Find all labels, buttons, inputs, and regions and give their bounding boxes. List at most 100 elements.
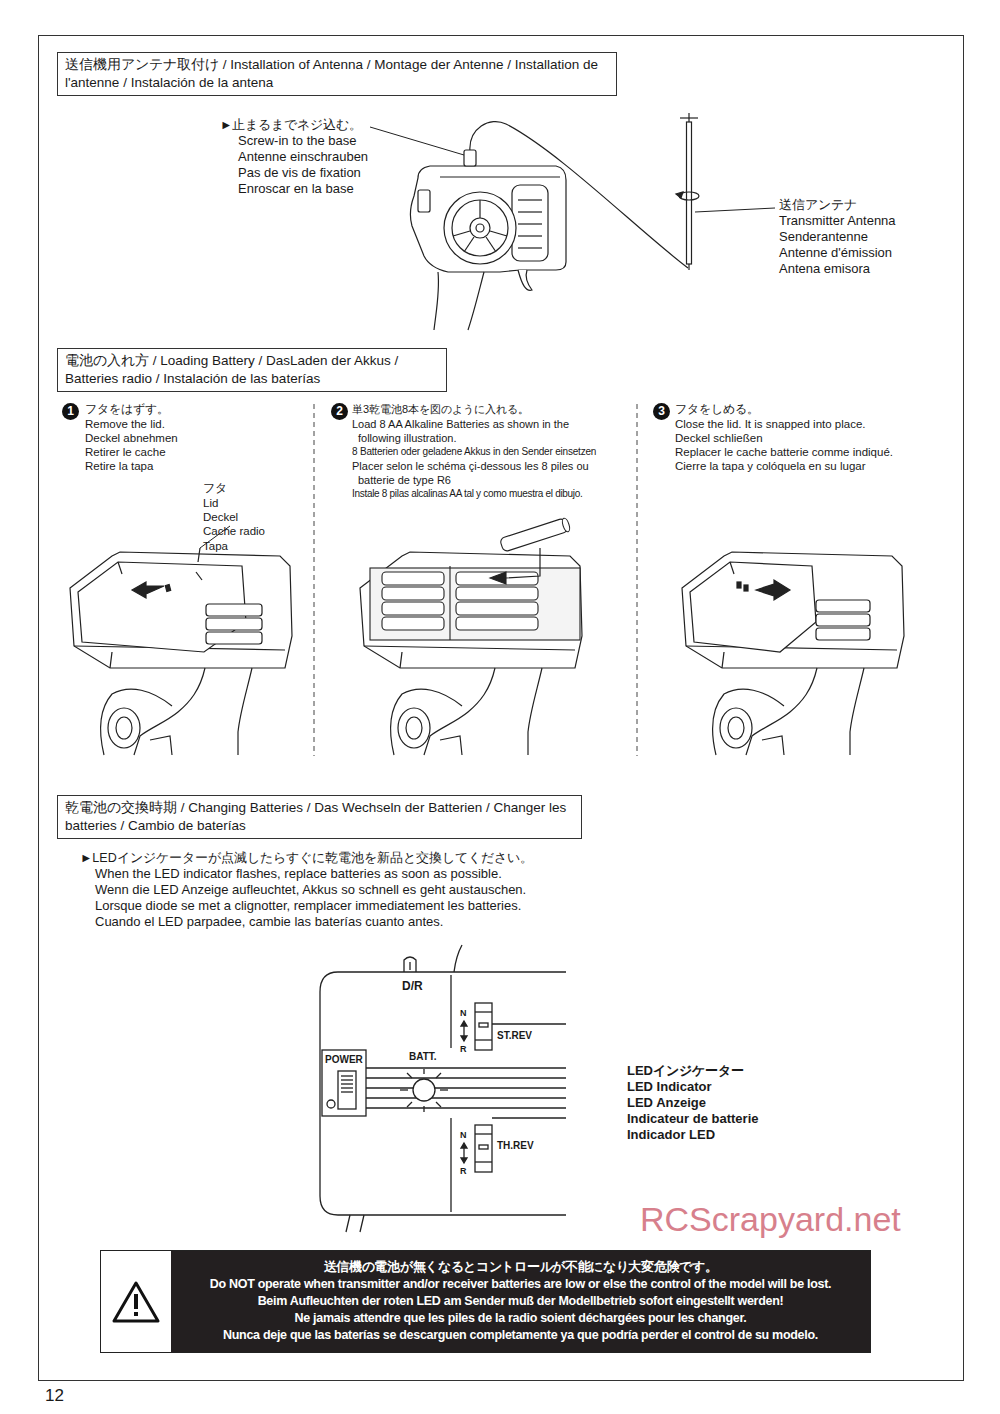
step-3-drawing-part (682, 552, 904, 755)
transmitter-panel-part (366, 1077, 566, 1078)
transmitter-panel-part (407, 1073, 412, 1078)
warning-text: Ne jamais attendre que les piles de la r… (179, 1310, 862, 1327)
callout-text: ►止まるまでネジ込む。 (220, 118, 362, 132)
part-name: Tapa (203, 540, 228, 553)
transmitter-drawing-part (468, 272, 484, 330)
transmitter-panel-part (407, 1102, 412, 1107)
part-name: LED Indicator (627, 1080, 712, 1095)
transmitter-panel-part (366, 1067, 566, 1068)
leader-line-part (695, 208, 775, 212)
transmitter-panel-part (400, 1089, 408, 1090)
part-name: LEDインジケーター (627, 1064, 744, 1079)
section-header: 電池の入れ方 / Loading Battery / DasLaden der … (57, 348, 447, 392)
step-3-drawing-part (816, 614, 870, 626)
step-3-drawing-part (816, 628, 870, 640)
transmitter-panel-part (320, 972, 566, 1215)
transmitter-panel-part (475, 1003, 492, 1050)
part-name: LED Anzeige (627, 1096, 706, 1111)
step-text: Deckel abnehmen (85, 432, 178, 445)
transmitter-panel-part (475, 1161, 492, 1162)
step-text: フタをはずす。 (85, 403, 169, 416)
step-1-drawing-part (206, 618, 262, 630)
panel-label: R (460, 1044, 467, 1054)
step-1-drawing (70, 548, 292, 755)
step-3-drawing-part (744, 585, 748, 591)
step-text: following illustration. (358, 432, 456, 445)
part-name: Indicador LED (627, 1128, 715, 1143)
step-1-drawing-part (206, 604, 262, 616)
transmitter-panel-part (463, 1026, 464, 1036)
step-3-drawing-part (730, 562, 734, 574)
part-name: Antena emisora (779, 262, 870, 277)
transmitter-drawing-part (676, 192, 683, 198)
transmitter-drawing-part (518, 270, 532, 290)
transmitter-drawing-part (518, 247, 542, 248)
transmitter-drawing-part (464, 150, 476, 166)
transmitter-panel-part (341, 1079, 353, 1080)
transmitter-panel-part (341, 1091, 353, 1092)
transmitter-drawing-part (476, 224, 484, 232)
transmitter-drawing-part (518, 223, 542, 224)
callout-text: Screw-in to the base (238, 134, 357, 149)
transmitter-panel-part (461, 1036, 467, 1041)
step-2-drawing-part (506, 548, 540, 578)
transmitter-drawing-part (440, 176, 560, 177)
note-text: ►LEDインジケーターが点滅したらすぐに乾電池を新品と交換してください。 (80, 851, 533, 865)
transmitter-panel-part (436, 1073, 441, 1078)
page-number: 12 (45, 1386, 64, 1406)
callout-text: Pas de vis de fixation (238, 166, 361, 181)
step-text: 単3乾電池8本を図のように入れる。 (352, 403, 529, 416)
note-text: Wenn die LED Anzeige aufleuchtet, Akkus … (95, 883, 526, 898)
transmitter-panel-part (454, 945, 462, 972)
step-text: 8 Batterien oder geladene Akkus in den S… (352, 446, 596, 458)
warning-mark (134, 1294, 138, 1309)
warning-text: Nunca deje que las baterías se descargue… (179, 1327, 862, 1344)
part-name: Senderantenne (779, 230, 868, 245)
step-text: Deckel schließen (675, 432, 763, 445)
step-number-text: 1 (62, 403, 79, 420)
step-1-drawing-part (118, 562, 122, 574)
part-name: Transmitter Antenna (779, 214, 896, 229)
header-text: 乾電池の交換時期 / Changing Batteries / Das Wech… (65, 799, 574, 835)
transmitter-panel-part (492, 1023, 566, 1024)
step-2-drawing-part (382, 572, 444, 585)
panel-label: POWER (325, 1054, 363, 1066)
panel-label: BATT. (409, 1051, 437, 1063)
step-number: 3 (653, 403, 670, 420)
transmitter-panel-part (413, 1079, 435, 1101)
transmitter-panel-part (436, 1102, 441, 1107)
transmitter-panel-part (409, 962, 410, 970)
transmitter-drawing-part (512, 185, 548, 261)
transmitter-panel-part (423, 1069, 424, 1074)
step-text: Retire la tapa (85, 460, 153, 473)
step-2-drawing-part (456, 602, 538, 615)
transmitter-panel (320, 945, 566, 1232)
step-1-drawing-part (70, 552, 292, 755)
transmitter-panel-part (475, 1039, 492, 1040)
transmitter-panel-part (366, 1097, 566, 1098)
transmitter-panel-part (461, 1143, 467, 1148)
step-2-drawing-part (382, 617, 444, 630)
transmitter-drawing-part (464, 237, 474, 252)
transmitter-drawing-part (470, 218, 490, 238)
warning-text: Do NOT operate when transmitter and/or r… (179, 1276, 862, 1293)
transmitter-panel-part (440, 1089, 448, 1090)
step-text: Replacer le cache batterie comme indiqué… (675, 446, 893, 459)
section-header: 乾電池の交換時期 / Changing Batteries / Das Wech… (57, 795, 582, 839)
step-1-drawing-part (206, 632, 262, 644)
step-text: Remove the lid. (85, 418, 165, 431)
step-separator-part (637, 404, 638, 756)
transmitter-panel-part (404, 957, 416, 972)
step-2-drawing-part (449, 566, 450, 640)
step-2-drawing-part (561, 517, 571, 532)
transmitter-drawing-part (418, 190, 430, 212)
panel-label: TH.REV (497, 1140, 534, 1152)
transmitter-drawing (410, 113, 699, 330)
step-number-text: 2 (331, 403, 348, 420)
warning-band: 送信機の電池が無くなるとコントロールが不能になり大変危険です。Do NOT op… (100, 1250, 871, 1353)
transmitter-drawing-part (518, 211, 542, 212)
leader-line (370, 127, 775, 212)
note-text: When the LED indicator flashes, replace … (95, 867, 502, 882)
panel-label: ST.REV (497, 1030, 532, 1042)
step-number: 1 (62, 403, 79, 420)
